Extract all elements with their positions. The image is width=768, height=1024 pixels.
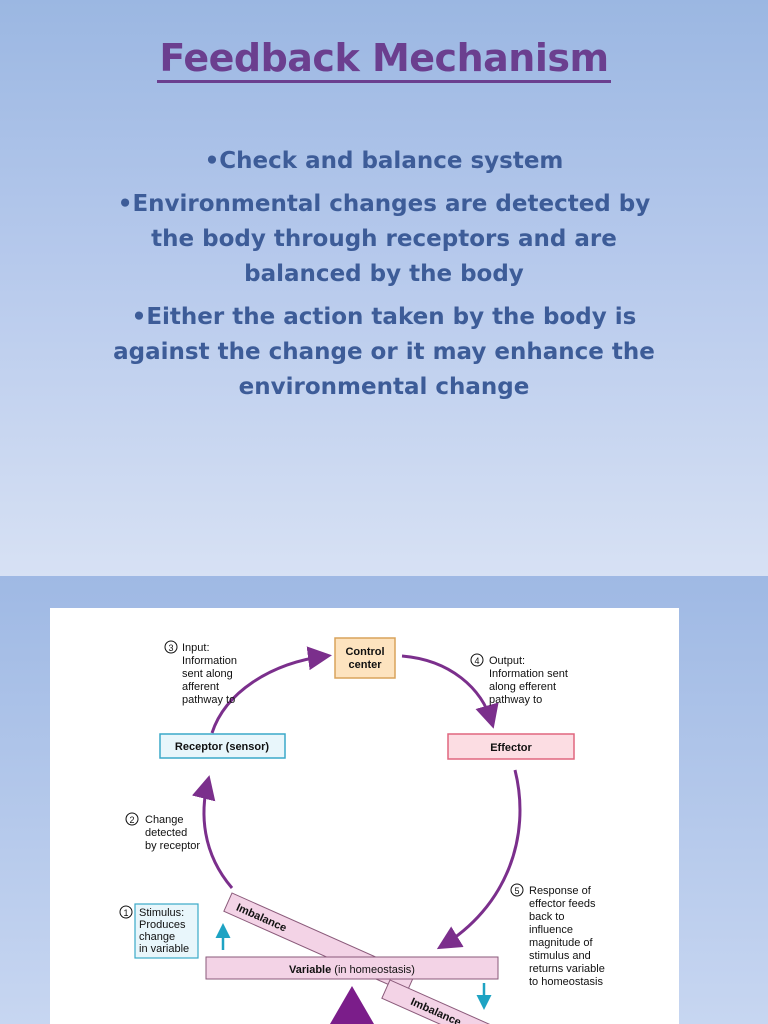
control-center-box: [334, 637, 396, 679]
step2-number: 2: [129, 815, 134, 825]
step1-number-circle: [119, 905, 133, 919]
arrow-imbalance-to-receptor: [191, 775, 234, 889]
bullet-item: •Check and balance system: [204, 148, 564, 174]
step1-line: in variable: [139, 943, 189, 955]
arrow-effector-to-variable: [436, 769, 522, 950]
step5-number: 5: [514, 886, 519, 896]
control-center-label-2: center: [348, 659, 382, 671]
fulcrum: [330, 986, 374, 1024]
control-center-label-1: Control: [345, 646, 384, 658]
step4-number-circle: [470, 653, 484, 667]
step5-line: influence: [529, 924, 573, 936]
step4-line: Information sent: [489, 668, 568, 680]
step1-line: Stimulus:: [139, 907, 184, 919]
arrow-control-to-effector: [401, 654, 499, 729]
step5-line: returns variable: [529, 963, 605, 975]
bullet-item: •Either the action taken by the body is …: [113, 304, 655, 400]
step5-line: magnitude of: [529, 937, 594, 949]
feedback-diagram: Control center Receptor (sensor) Effecto…: [50, 608, 679, 1024]
step2-line: by receptor: [145, 840, 200, 852]
imbalance-beam-lower: Imbalance: [381, 979, 501, 1024]
step5-line: effector feeds: [529, 898, 596, 910]
bullet-item: •Environmental changes are detected by t…: [117, 191, 651, 287]
arrow-receptor-to-control: [210, 646, 332, 734]
effector-label: Effector: [490, 742, 532, 754]
receptor-label: Receptor (sensor): [175, 741, 269, 753]
variable-label: Variable (in homeostasis): [289, 964, 415, 976]
step2-line: Change: [145, 814, 184, 826]
step5-number-circle: [510, 883, 524, 897]
effector-box: [447, 733, 575, 760]
step2-number-circle: [125, 812, 139, 826]
step5-line: stimulus and: [529, 950, 591, 962]
title-text: Feedback Mechanism: [157, 36, 611, 83]
step5-line: back to: [529, 911, 564, 923]
step5-line: Response of: [529, 885, 592, 897]
stimulus-box: [134, 903, 199, 959]
step2-line: detected: [145, 827, 187, 839]
diagram-svg: Control center Receptor (sensor) Effecto…: [119, 637, 605, 1024]
step4-number: 4: [474, 656, 479, 666]
step3-line: Information: [182, 655, 237, 667]
step4-line: Output:: [489, 655, 525, 667]
step3-line: afferent: [182, 681, 219, 693]
slide-top: Feedback Mechanism •Check and balance sy…: [0, 0, 768, 576]
step1-line: Produces: [139, 919, 186, 931]
step5-line: to homeostasis: [529, 976, 603, 988]
step3-line: sent along: [182, 668, 233, 680]
page-title: Feedback Mechanism: [0, 36, 768, 83]
bullet-list: •Check and balance system •Environmental…: [100, 144, 668, 413]
step3-line: Input:: [182, 642, 210, 654]
step4-line: pathway to: [489, 694, 542, 706]
variable-beam: [205, 956, 499, 980]
step1-number: 1: [123, 908, 128, 918]
receptor-box: [159, 733, 286, 759]
step4-line: along efferent: [489, 681, 556, 693]
step3-number-circle: [164, 640, 178, 654]
step3-number: 3: [168, 643, 173, 653]
step3-line: pathway to: [182, 694, 235, 706]
step1-line: change: [139, 931, 175, 943]
